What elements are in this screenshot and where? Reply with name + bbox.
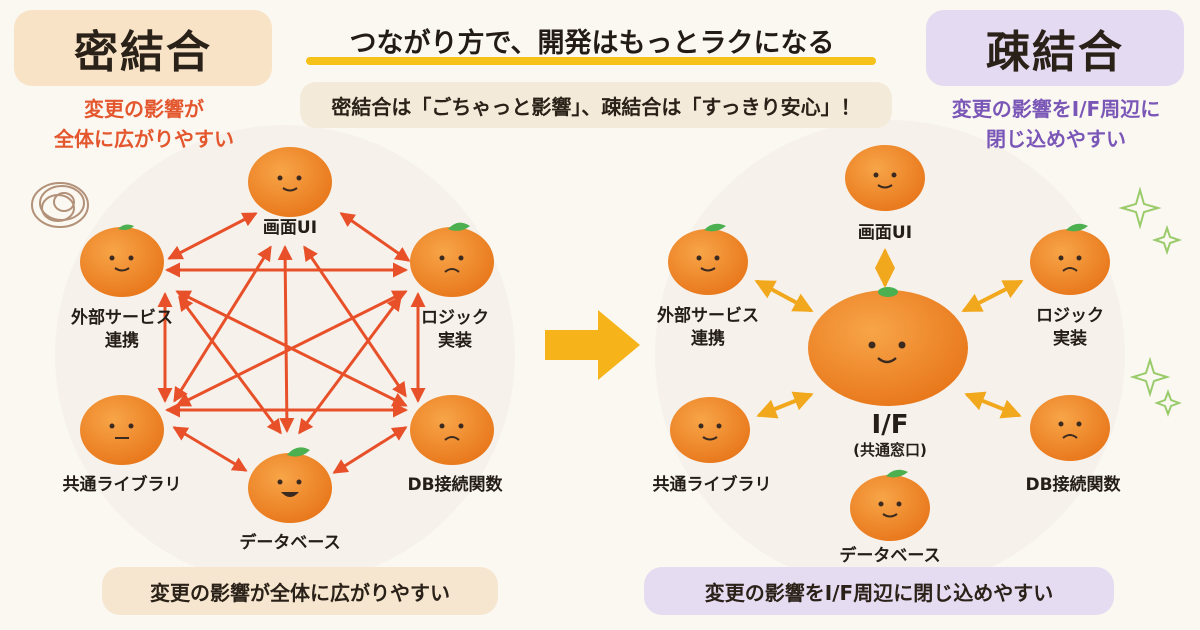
orange-external-left (80, 224, 164, 297)
orange-logic-left (410, 222, 494, 297)
label-line: ロジック (1036, 306, 1104, 326)
orange-ui-right (845, 145, 925, 211)
orange-database-left (248, 447, 332, 523)
node-label-db-right: DB接続関数 (1025, 475, 1121, 495)
node-label-logic-left: ロジック 実装 (421, 307, 489, 353)
node-label-db-left: DB接続関数 (407, 475, 503, 495)
tight-coupling-arrows (157, 212, 426, 474)
node-label-database-right: データベース (839, 546, 941, 566)
node-label-external-right: 外部サービス 連携 (657, 305, 759, 351)
tight-coupling-summary: 変更の影響が全体に広がりやすい (102, 567, 498, 615)
label-line: 実装 (438, 331, 472, 351)
orange-db-left (410, 395, 494, 465)
tight-coupling-title: 密結合 (14, 10, 272, 86)
loose-coupling-tagline: 変更の影響をI/F周辺に 閉じ込めやすい (916, 94, 1196, 154)
tagline-line-2: 全体に広がりやすい (54, 127, 234, 151)
page-subtitle: 密結合は「ごちゃっと影響」、疎結合は「すっきり安心」！ (300, 82, 892, 128)
label-line: 連携 (691, 329, 725, 349)
node-label-external-left: 外部サービス 連携 (71, 307, 173, 353)
scribble-icon (31, 182, 89, 228)
label-line: 実装 (1053, 329, 1087, 349)
node-label-ui-left: 画面UI (262, 218, 318, 238)
node-label-database-left: データベース (239, 533, 341, 553)
hub-subtitle: (共通窓口) (853, 441, 927, 459)
page-headline: つながり方で、開発はもっとラクになる (349, 27, 835, 59)
node-label-common-right: 共通ライブラリ (652, 475, 772, 495)
hub-label: I/F (共通窓口) (820, 410, 960, 460)
tagline-line-2: 閉じ込めやすい (986, 127, 1126, 151)
loose-coupling-title: 疎結合 (926, 10, 1184, 86)
orange-logic-right (1030, 223, 1110, 295)
label-line: 外部サービス (71, 308, 173, 328)
loose-coupling-arrows (754, 248, 1024, 419)
label-line: 外部サービス (657, 306, 759, 326)
node-label-common-left: 共通ライブラリ (62, 475, 182, 495)
tagline-line-1: 変更の影響が (84, 97, 204, 121)
sparkle-icon (1118, 186, 1183, 417)
transition-arrow-icon (545, 310, 640, 380)
hub-title: I/F (871, 410, 909, 440)
orange-external-right (668, 223, 748, 295)
tight-coupling-tagline: 変更の影響が 全体に広がりやすい (20, 94, 268, 154)
tagline-line-1: 変更の影響をI/F周辺に (951, 97, 1161, 121)
orange-hub-if (808, 287, 968, 406)
node-label-logic-right: ロジック 実装 (1036, 305, 1104, 351)
orange-common-right (670, 397, 750, 463)
node-label-ui-right: 画面UI (857, 223, 913, 243)
orange-database-right (850, 469, 930, 541)
loose-coupling-summary: 変更の影響をI/F周辺に閉じ込めやすい (644, 567, 1114, 615)
orange-ui-left (248, 147, 332, 217)
headline-underline (306, 57, 876, 65)
orange-db-right (1030, 395, 1110, 461)
orange-common-left (80, 395, 164, 465)
label-line: ロジック (421, 308, 489, 328)
label-line: 連携 (105, 331, 139, 351)
